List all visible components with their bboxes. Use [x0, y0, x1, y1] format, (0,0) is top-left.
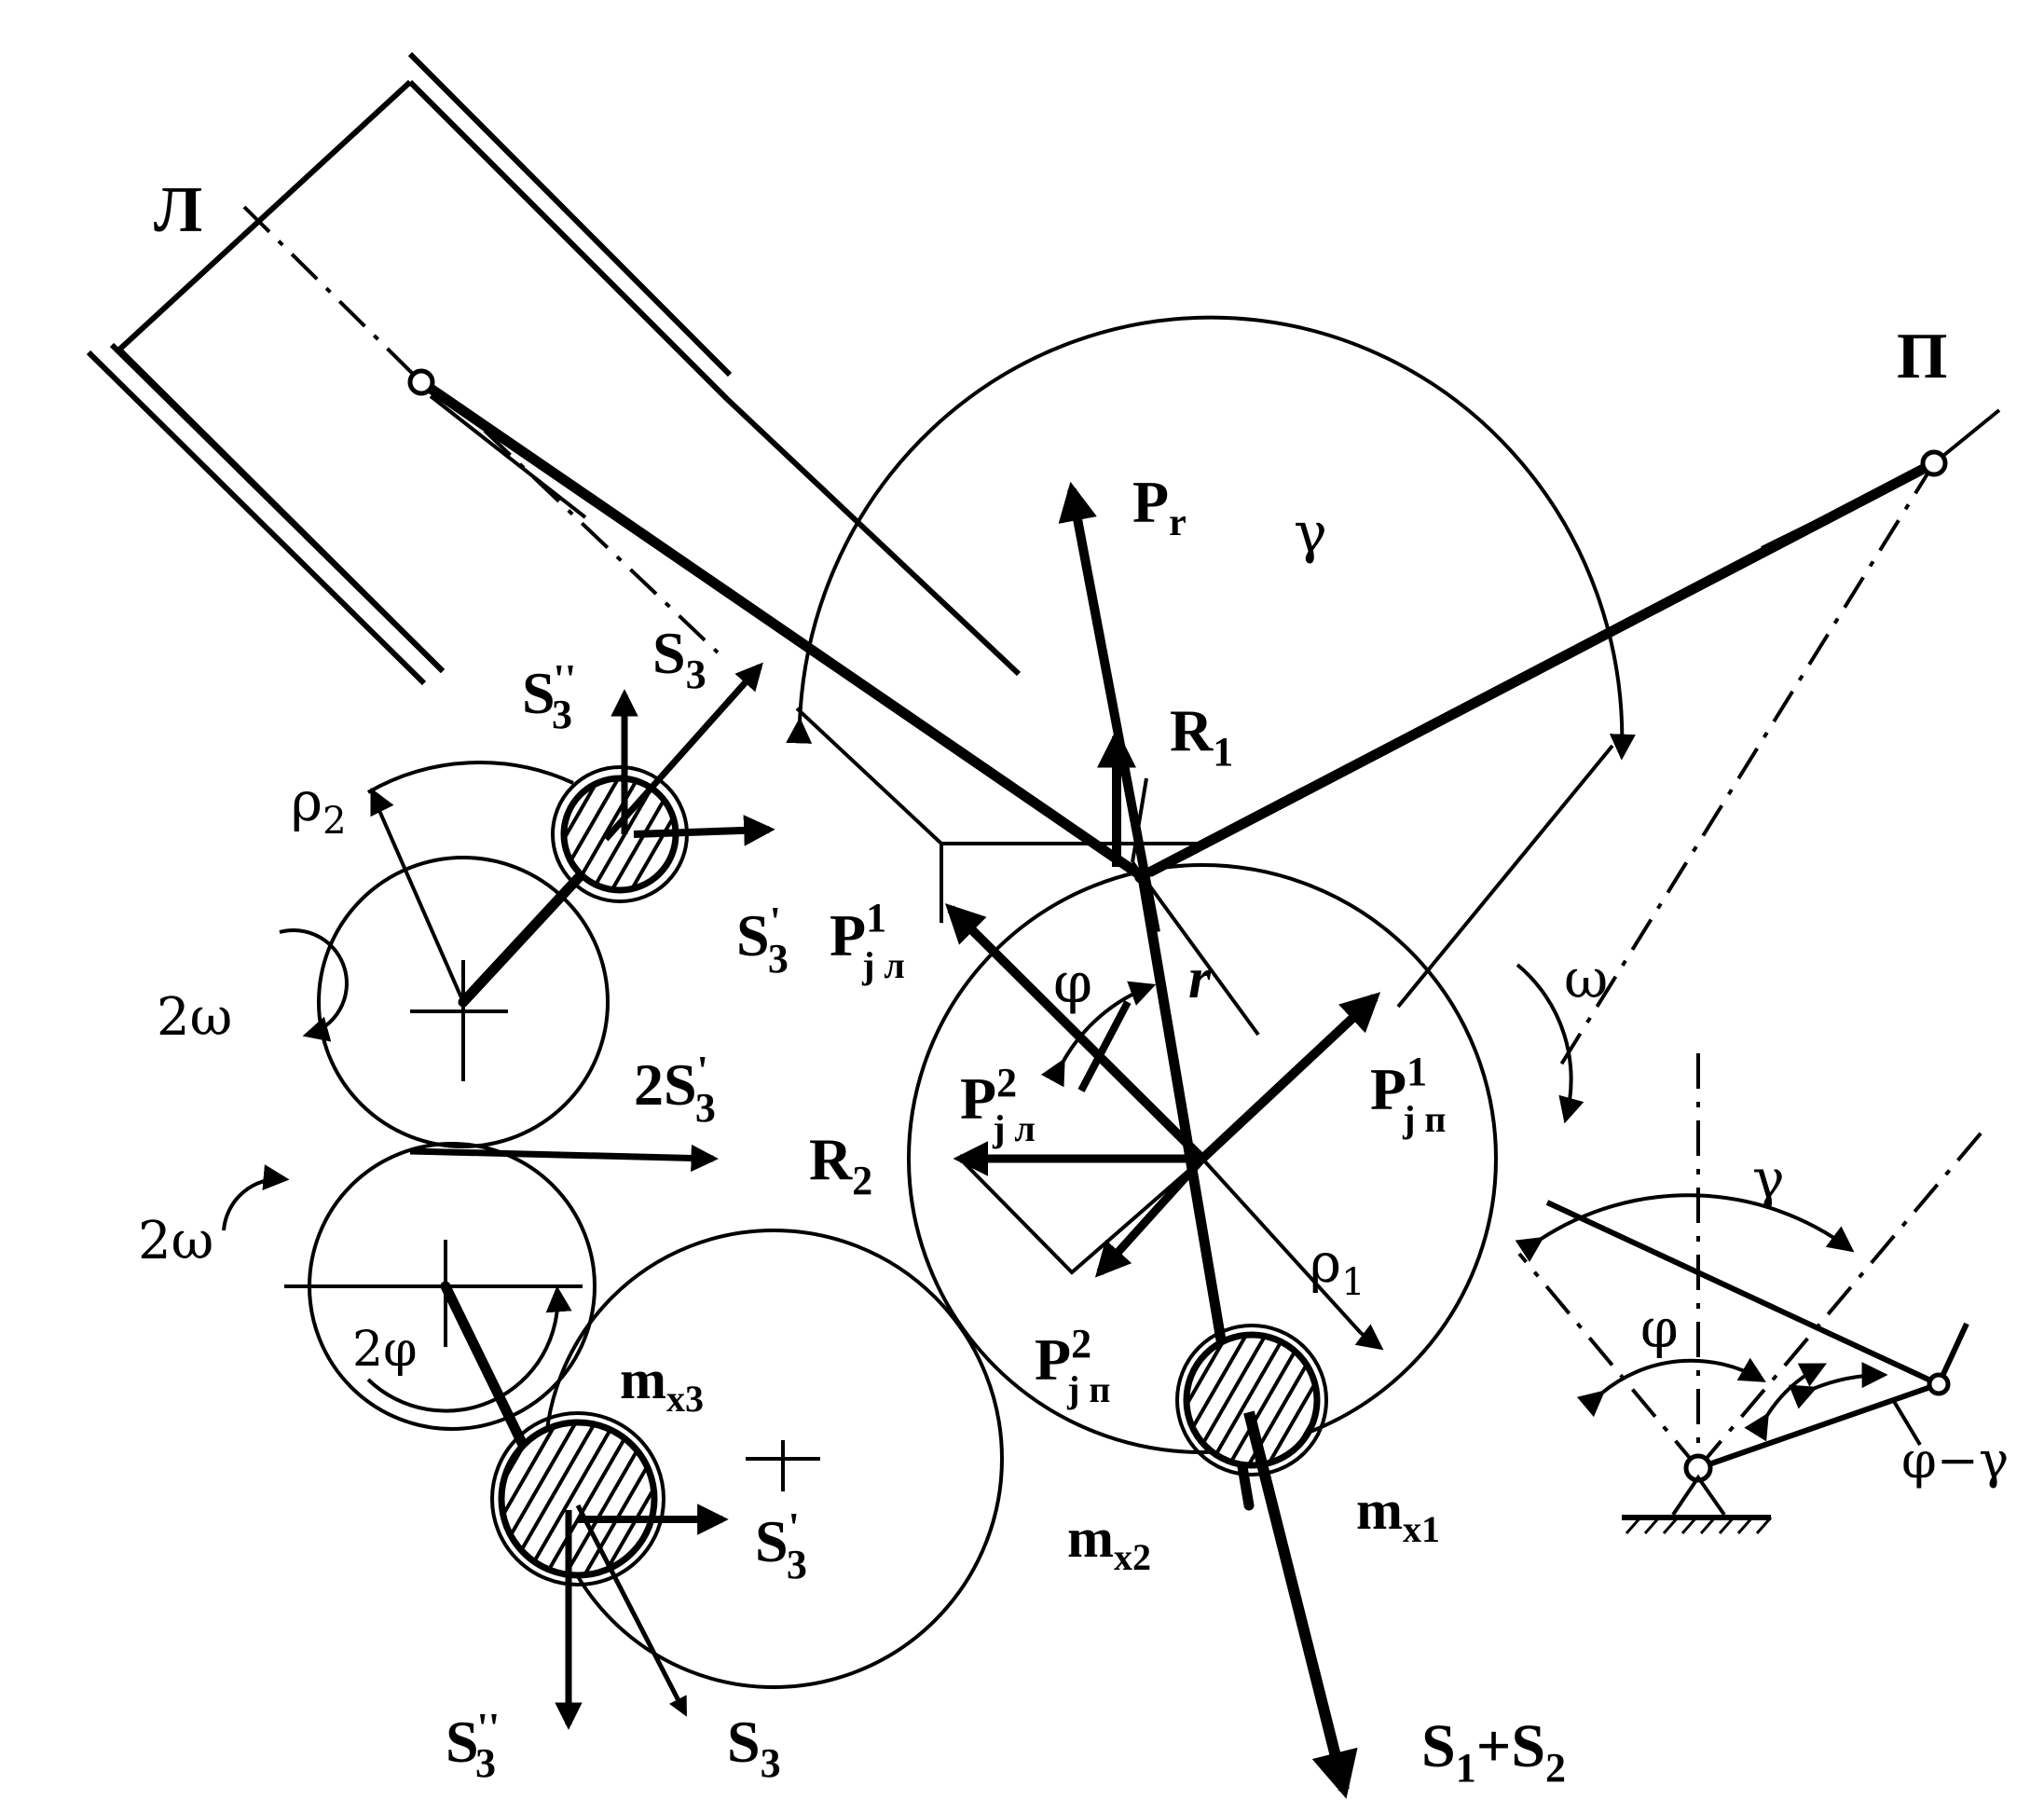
label-rho2: ρ2: [291, 770, 347, 843]
label-phi-center: φ: [1053, 951, 1092, 1016]
label-2phi: 2φ: [352, 1322, 418, 1378]
left-wrist-pin: [407, 368, 435, 396]
label-phi-minus-gamma: φ−γ: [1901, 1431, 2009, 1490]
label-R2: R2: [809, 1126, 872, 1203]
label-omega: ω: [1564, 947, 1608, 1010]
label-2omega-bottom: 2ω: [138, 1211, 213, 1271]
label-S3pp-bottom: S''3: [446, 1705, 500, 1786]
label-mx3: mx3: [620, 1349, 704, 1420]
label-R1: R1: [1170, 697, 1233, 775]
label-mx2: mx2: [1067, 1507, 1151, 1578]
left-cylinder: [86, 51, 1022, 686]
label-gamma-right: γ: [1752, 1147, 1785, 1211]
label-S3p-left: S'3: [736, 899, 789, 982]
label-P: П: [1897, 321, 1947, 392]
label-mx1: mx1: [1356, 1479, 1440, 1550]
counterweight-lower: [498, 1419, 658, 1579]
label-2S3p: 2S'3: [634, 1048, 716, 1131]
label-rho1: ρ1: [1310, 1231, 1365, 1304]
label-2omega-top: 2ω: [157, 987, 232, 1048]
counterweight-mx1: [1183, 1331, 1321, 1469]
right-wrist-pin: [1920, 449, 1948, 477]
connecting-rods: [407, 368, 1948, 884]
gamma-arc-top: [786, 315, 1636, 1037]
lower-balance-gear: [222, 1142, 1004, 1730]
force-vectors: [945, 481, 1381, 1278]
label-S3-bottom: S3: [727, 1709, 781, 1786]
label-Pr: Pr: [1132, 469, 1187, 544]
label-S3-top: S3: [652, 620, 706, 697]
label-r: r: [1188, 947, 1212, 1010]
label-S3pp-top: S''3: [522, 656, 576, 737]
right-cylinder-axis: [1555, 408, 2001, 1074]
label-phi-right: φ: [1640, 1297, 1679, 1360]
label-S1-plus-S2: S1+S2: [1421, 1712, 1566, 1791]
angle-inset-diagram: [1515, 1053, 1987, 1534]
upper-balance-gear: [279, 662, 775, 1173]
label-S3p-bottom: S'3: [755, 1504, 807, 1587]
label-L: Л: [154, 174, 202, 246]
label-gamma-top: γ: [1294, 501, 1327, 566]
omega-arrow: [1516, 963, 1584, 1124]
crank-circle: [907, 863, 1498, 1799]
